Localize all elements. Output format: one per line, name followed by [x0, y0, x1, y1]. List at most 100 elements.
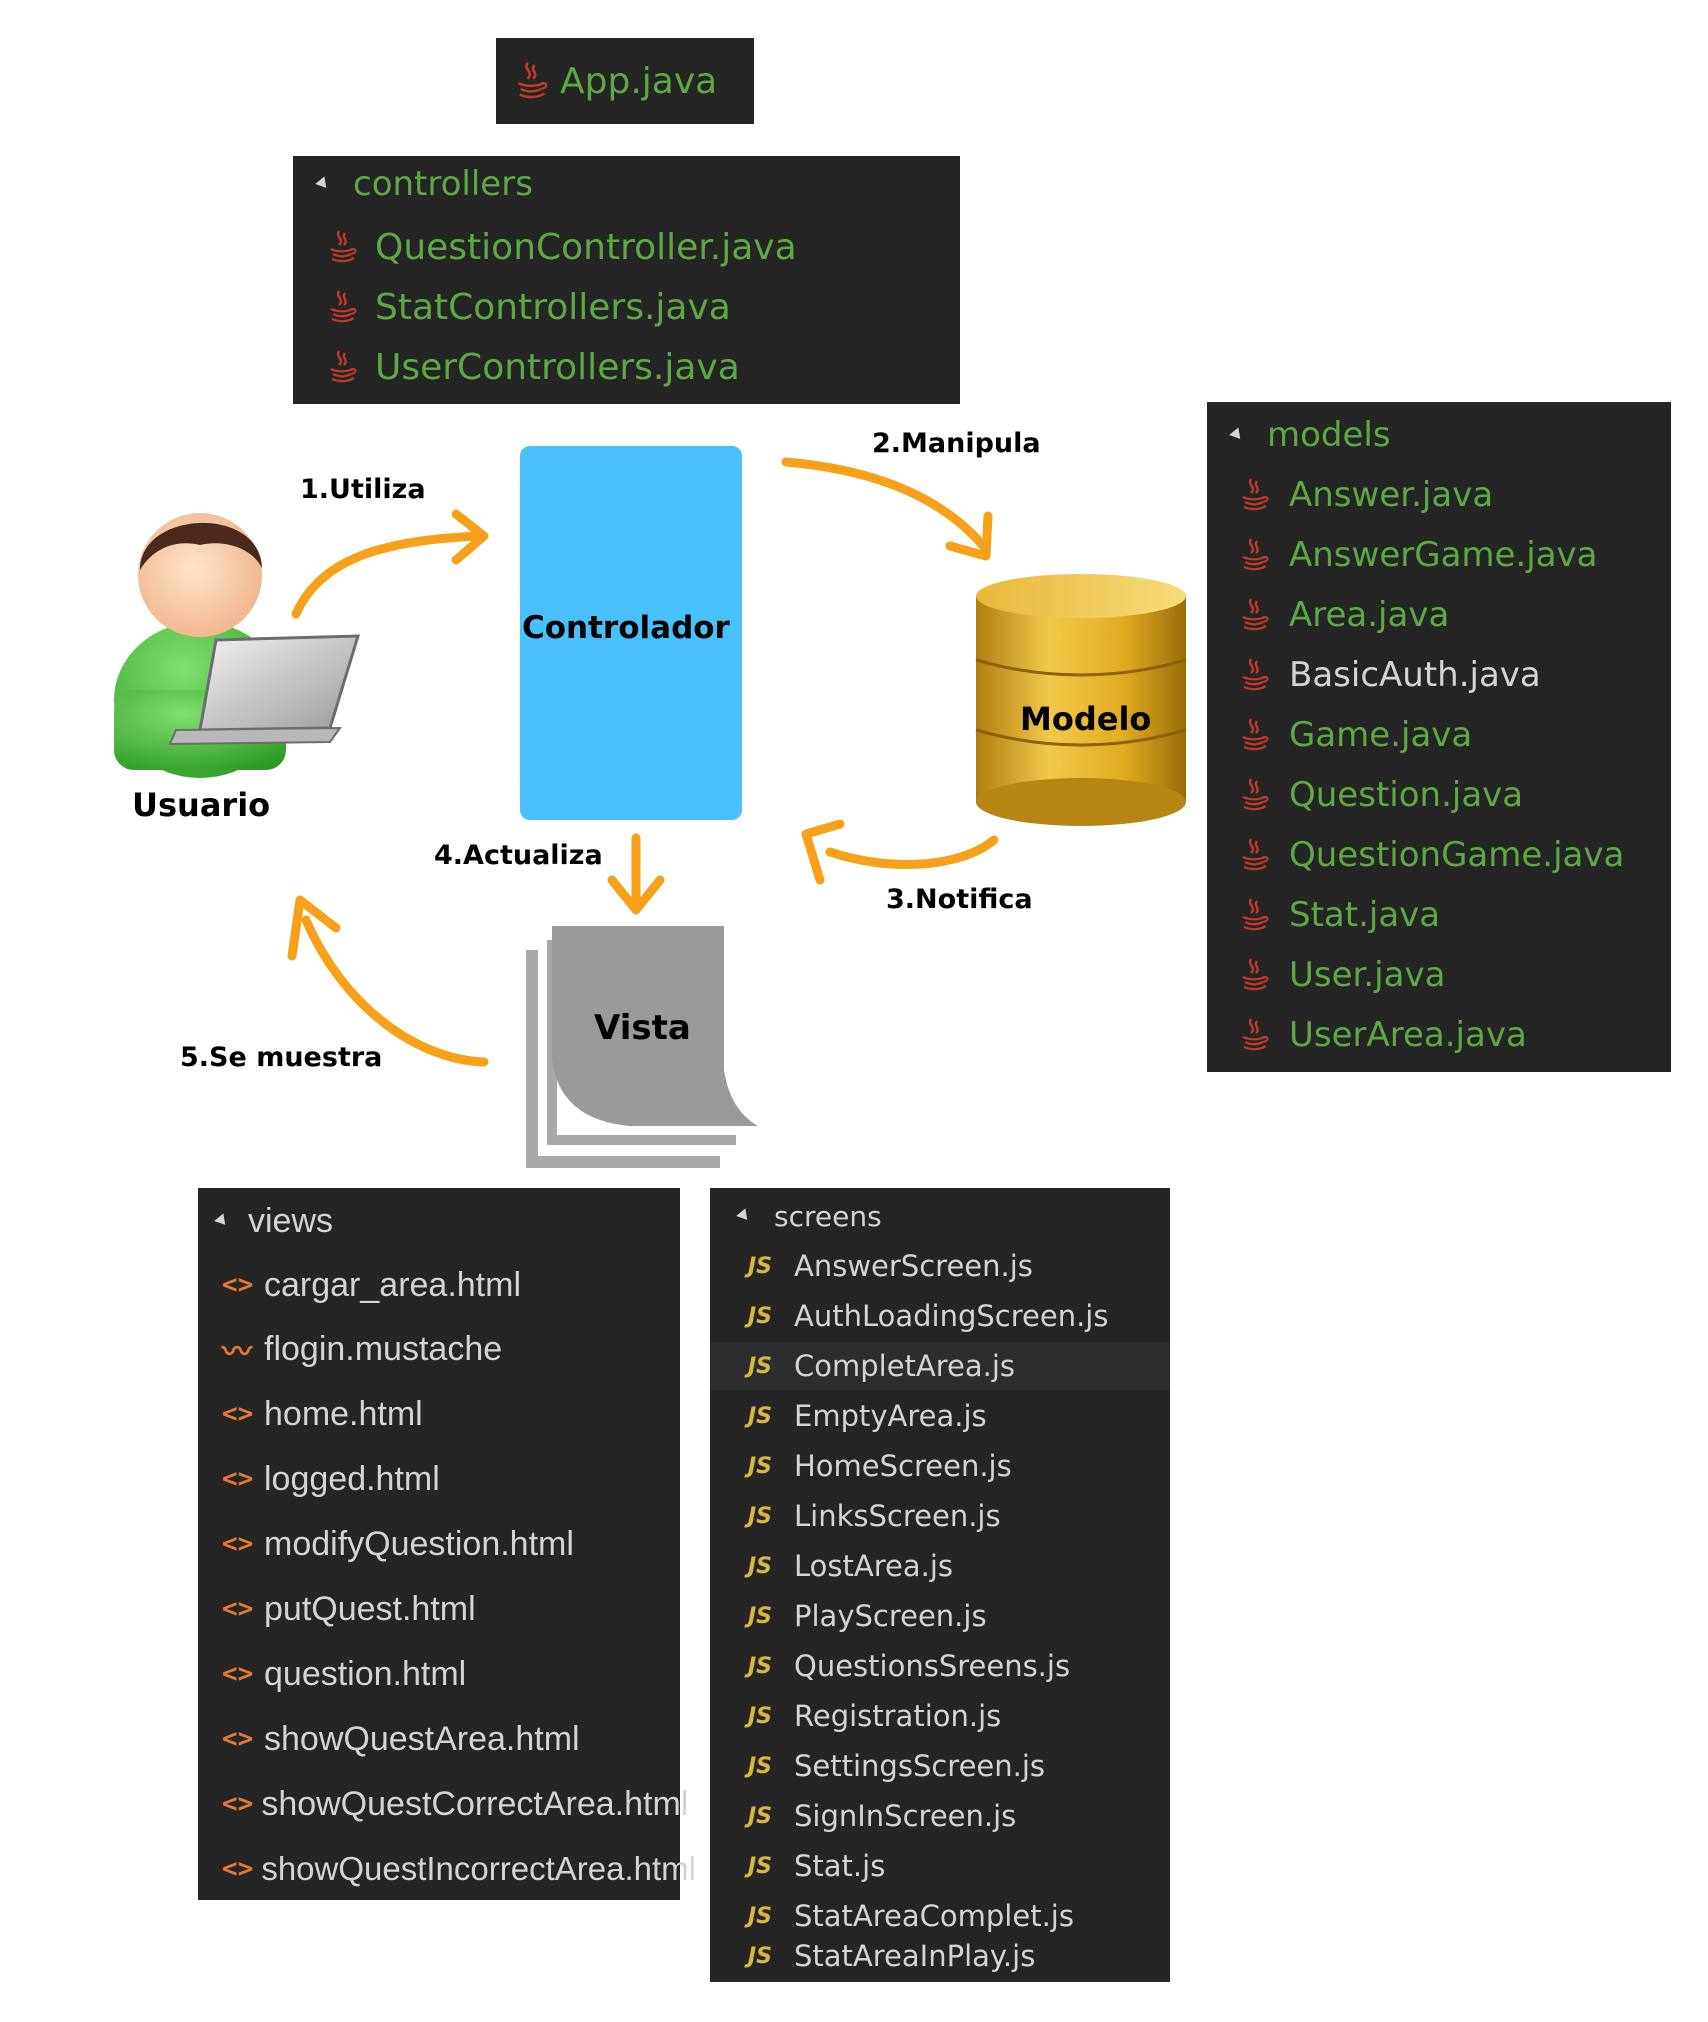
controlador-label: Controlador	[522, 610, 730, 646]
list-item[interactable]: JS LinksScreen.js	[710, 1492, 1170, 1540]
controllers-folder-row[interactable]: controllers	[293, 162, 960, 206]
html-file-icon: <>	[222, 1659, 254, 1689]
js-file-icon: JS	[748, 1803, 773, 1829]
list-item[interactable]: JS SignInScreen.js	[710, 1792, 1170, 1840]
models-panel: models Answer.java AnswerGame.java Area.…	[1207, 402, 1671, 1072]
list-item[interactable]: JS AnswerScreen.js	[710, 1242, 1170, 1290]
js-file-icon: JS	[748, 1703, 773, 1729]
views-folder-label: views	[248, 1201, 334, 1240]
list-item[interactable]: JS StatAreaInPlay.js	[710, 1932, 1170, 1980]
list-item[interactable]: User.java	[1207, 950, 1671, 1000]
expanded-triangle-icon	[736, 1208, 752, 1224]
vista-document-icon	[526, 926, 758, 1168]
list-item[interactable]: <> modifyQuestion.html	[198, 1519, 680, 1569]
js-file-icon: JS	[748, 1353, 773, 1379]
list-item[interactable]: Answer.java	[1207, 470, 1671, 520]
list-item[interactable]: Game.java	[1207, 710, 1671, 760]
models-folder-row[interactable]: models	[1207, 410, 1671, 460]
step1-label: 1.Utiliza	[300, 474, 426, 505]
list-item[interactable]: 〰 flogin.mustache	[198, 1324, 680, 1374]
file-name: QuestionsSreens.js	[794, 1649, 1071, 1683]
list-item[interactable]: JS StatAreaComplet.js	[710, 1892, 1170, 1940]
list-item[interactable]: <> cargar_area.html	[198, 1260, 680, 1310]
list-item[interactable]: JS PlayScreen.js	[710, 1592, 1170, 1640]
list-item[interactable]: <> putQuest.html	[198, 1584, 680, 1634]
list-item[interactable]: <> question.html	[198, 1649, 680, 1699]
screens-panel: screens JS AnswerScreen.js JS AuthLoadin…	[710, 1188, 1170, 1982]
file-name: home.html	[264, 1394, 423, 1433]
file-name: StatAreaComplet.js	[794, 1899, 1074, 1933]
list-item[interactable]: <> home.html	[198, 1389, 680, 1439]
file-name: Stat.java	[1289, 895, 1441, 935]
file-name: Game.java	[1289, 715, 1473, 755]
list-item[interactable]: Stat.java	[1207, 890, 1671, 940]
list-item[interactable]: Area.java	[1207, 590, 1671, 640]
list-item[interactable]: QuestionGame.java	[1207, 830, 1671, 880]
file-name: PlayScreen.js	[794, 1599, 987, 1633]
js-file-icon: JS	[748, 1553, 773, 1579]
list-item[interactable]: <> logged.html	[198, 1454, 680, 1504]
list-item[interactable]: QuestionController.java	[293, 222, 960, 272]
file-name: flogin.mustache	[264, 1329, 503, 1368]
screens-folder-label: screens	[774, 1199, 882, 1233]
list-item[interactable]: JS SettingsScreen.js	[710, 1742, 1170, 1790]
app-file-name: App.java	[560, 60, 718, 102]
file-name: showQuestIncorrectArea.html	[261, 1850, 696, 1887]
list-item[interactable]: UserArea.java	[1207, 1010, 1671, 1060]
list-item[interactable]: JS QuestionsSreens.js	[710, 1642, 1170, 1690]
js-file-icon: JS	[748, 1453, 773, 1479]
file-name: Registration.js	[794, 1699, 1002, 1733]
file-name: question.html	[264, 1654, 467, 1693]
views-folder-row[interactable]: views	[198, 1196, 680, 1246]
list-item[interactable]: JS Stat.js	[710, 1842, 1170, 1890]
js-file-icon: JS	[748, 1253, 773, 1279]
file-name: AnswerScreen.js	[794, 1249, 1033, 1283]
app-file-item[interactable]: App.java	[496, 38, 754, 124]
file-name: User.java	[1289, 955, 1446, 995]
mustache-file-icon: 〰	[222, 1335, 252, 1370]
file-name: UserControllers.java	[375, 346, 740, 388]
html-file-icon: <>	[222, 1594, 254, 1624]
screens-folder-row[interactable]: screens	[710, 1194, 1170, 1238]
list-item[interactable]: JS EmptyArea.js	[710, 1392, 1170, 1440]
js-file-icon: JS	[748, 1653, 773, 1679]
list-item[interactable]: JS HomeScreen.js	[710, 1442, 1170, 1490]
file-name: SettingsScreen.js	[794, 1749, 1046, 1783]
controllers-panel: controllers QuestionController.java Stat…	[293, 156, 960, 404]
list-item[interactable]: JS AuthLoadingScreen.js	[710, 1292, 1170, 1340]
file-name: showQuestArea.html	[264, 1719, 580, 1758]
js-file-icon: JS	[748, 1903, 773, 1929]
html-file-icon: <>	[222, 1724, 254, 1754]
js-file-icon: JS	[748, 1503, 773, 1529]
list-item[interactable]: <> showQuestCorrectArea.html	[198, 1779, 688, 1829]
mvc-diagram	[114, 446, 1187, 1168]
file-name: modifyQuestion.html	[264, 1524, 574, 1563]
list-item[interactable]: JS Registration.js	[710, 1692, 1170, 1740]
models-folder-label: models	[1267, 415, 1391, 455]
list-item[interactable]: <> showQuestIncorrectArea.html	[198, 1844, 696, 1894]
file-name: showQuestCorrectArea.html	[261, 1784, 689, 1823]
list-item[interactable]: JS LostArea.js	[710, 1542, 1170, 1590]
list-item[interactable]: BasicAuth.java	[1207, 650, 1671, 700]
modelo-database-icon	[975, 574, 1187, 826]
list-item[interactable]: StatControllers.java	[293, 282, 960, 332]
file-name: QuestionGame.java	[1289, 835, 1625, 875]
file-name: StatControllers.java	[375, 286, 731, 328]
html-file-icon: <>	[222, 1270, 254, 1300]
html-file-icon: <>	[222, 1854, 254, 1884]
js-file-icon: JS	[748, 1943, 773, 1969]
file-name: LostArea.js	[794, 1549, 953, 1583]
list-item[interactable]: UserControllers.java	[293, 342, 960, 392]
file-name: EmptyArea.js	[794, 1399, 987, 1433]
file-name: UserArea.java	[1289, 1015, 1527, 1055]
list-item[interactable]: <> showQuestArea.html	[198, 1714, 680, 1764]
file-name: LinksScreen.js	[794, 1499, 1001, 1533]
file-name: Question.java	[1289, 775, 1524, 815]
file-name: logged.html	[264, 1459, 440, 1498]
list-item[interactable]: Question.java	[1207, 770, 1671, 820]
list-item[interactable]: JS CompletArea.js	[710, 1342, 1170, 1390]
file-name: cargar_area.html	[264, 1265, 522, 1304]
list-item[interactable]: AnswerGame.java	[1207, 530, 1671, 580]
file-name: QuestionController.java	[375, 226, 797, 268]
html-file-icon: <>	[222, 1529, 254, 1559]
